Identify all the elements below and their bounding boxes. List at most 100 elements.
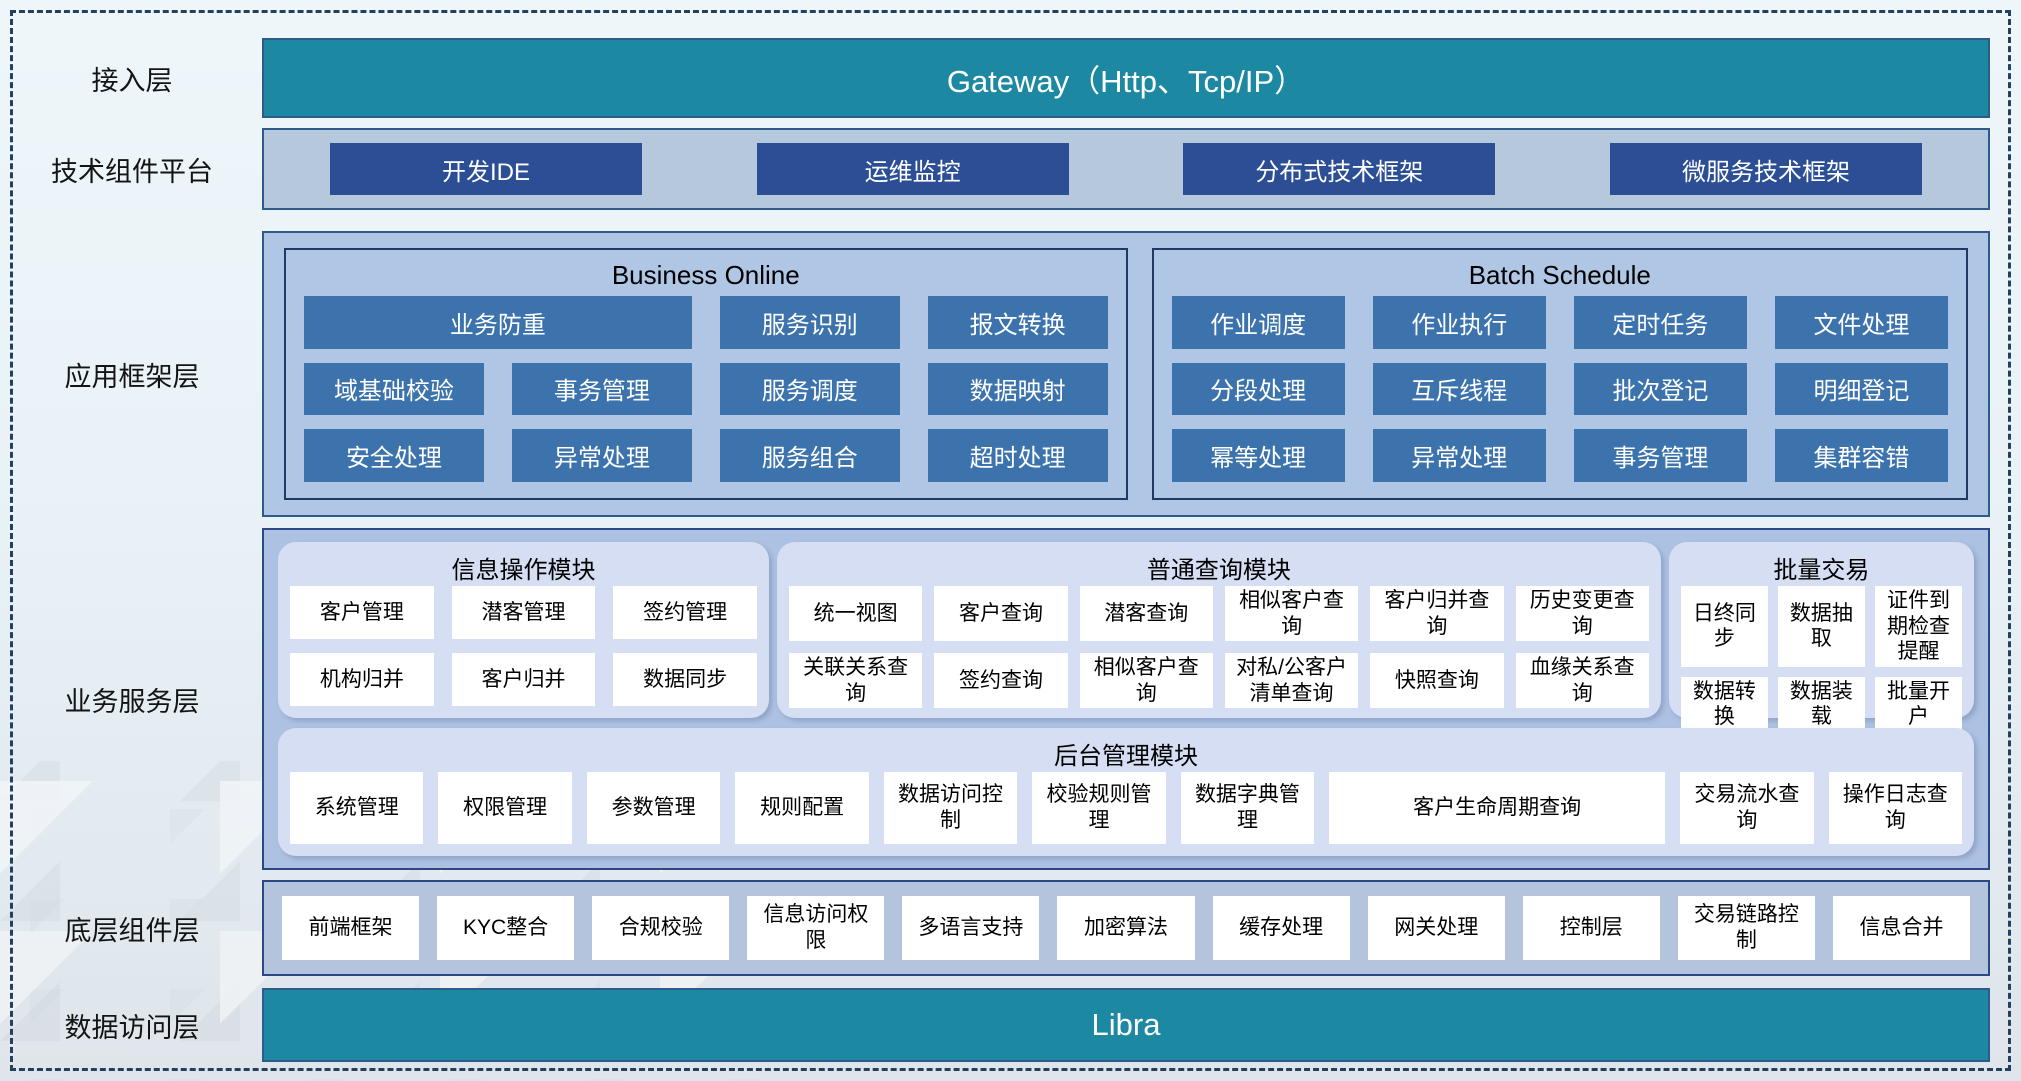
batch-trade-box: 证件到期检查提醒 [1874, 586, 1962, 667]
base-component-box: KYC整合 [437, 896, 575, 960]
query-module-box: 统一视图 [789, 586, 923, 642]
base-component-box: 多语言支持 [902, 896, 1040, 960]
business-online-box: 报文转换 [927, 296, 1108, 349]
tech-component-box: 微服务技术框架 [1609, 143, 1922, 195]
business-service-panel: 信息操作模块 客户管理 潜客管理 签约管理 机构归并 客户归并 数据同步 普通查… [262, 528, 1990, 870]
query-module-box: 血缘关系查询 [1515, 653, 1649, 709]
business-online-box: 异常处理 [511, 429, 692, 482]
business-online-box: 域基础校验 [304, 362, 484, 416]
info-operation-box: 潜客管理 [451, 586, 596, 639]
layer-label-app-framework: 应用框架层 [64, 361, 200, 392]
query-module-box: 客户归并查询 [1370, 586, 1504, 642]
base-component-box: 网关处理 [1367, 896, 1505, 960]
batch-schedule-box: 批次登记 [1573, 362, 1747, 416]
admin-module: 后台管理模块 系统管理 权限管理 参数管理 规则配置 数据访问控制 校验规则管理… [278, 728, 1974, 856]
base-component-box: 合规校验 [592, 896, 730, 960]
business-online-box: 超时处理 [927, 429, 1108, 482]
info-operation-box: 机构归并 [290, 653, 434, 706]
query-module-box: 签约查询 [934, 653, 1068, 709]
admin-module-row: 系统管理 权限管理 参数管理 规则配置 数据访问控制 校验规则管理 数据字典管理… [290, 772, 1963, 844]
business-online-title: Business Online [611, 259, 800, 290]
business-online-panel: Business Online 业务防重 服务识别 报文转换 域基础校验 事务管… [284, 248, 1128, 500]
info-operation-box: 数据同步 [613, 653, 757, 706]
tech-component-box: 分布式技术框架 [1183, 143, 1496, 195]
admin-module-box: 客户生命周期查询 [1329, 772, 1666, 844]
business-online-box: 安全处理 [304, 429, 484, 482]
business-online-box: 服务调度 [719, 362, 900, 416]
batch-schedule-box: 文件处理 [1774, 296, 1948, 349]
base-component-box: 加密算法 [1057, 896, 1195, 960]
batch-schedule-box: 互斥线程 [1372, 362, 1546, 416]
query-module-title: 普通查询模块 [1146, 556, 1291, 584]
layer-label-business-service: 业务服务层 [64, 686, 200, 717]
layer-label-data-access: 数据访问层 [64, 1012, 200, 1043]
batch-schedule-box: 事务管理 [1573, 429, 1747, 482]
batch-schedule-box: 定时任务 [1573, 296, 1747, 349]
query-module-box: 客户查询 [934, 586, 1068, 642]
tech-component-box: 运维监控 [756, 143, 1069, 195]
info-operation-box: 客户管理 [290, 586, 434, 639]
batch-schedule-panel: Batch Schedule 作业调度 作业执行 定时任务 文件处理 分段处理 … [1151, 248, 1968, 500]
admin-module-box: 交易流水查询 [1680, 772, 1814, 844]
batch-schedule-box: 明细登记 [1774, 362, 1948, 416]
layer-label-access: 接入层 [91, 65, 173, 96]
query-module-box: 潜客查询 [1079, 586, 1213, 642]
batch-schedule-box: 作业执行 [1372, 296, 1546, 349]
batch-trade-box: 日终同步 [1680, 586, 1768, 667]
business-online-box: 服务组合 [719, 429, 900, 482]
layer-label-base-components: 底层组件层 [64, 915, 200, 946]
tech-component-box: 开发IDE [330, 143, 642, 195]
gateway-bar: Gateway（Http、Tcp/IP） [262, 38, 1990, 118]
base-component-box: 控制层 [1522, 896, 1660, 960]
admin-module-box: 校验规则管理 [1032, 772, 1166, 844]
query-module-box: 关联关系查询 [789, 653, 923, 709]
batch-trade-box: 数据抽取 [1777, 586, 1865, 667]
batch-trade-grid: 日终同步 数据抽取 证件到期检查提醒 数据转换 数据装载 批量开户 [1680, 586, 1962, 733]
base-components-band: 前端框架 KYC整合 合规校验 信息访问权限 多语言支持 加密算法 缓存处理 网… [262, 880, 1990, 976]
query-module-box: 相似客户查询 [1079, 653, 1213, 709]
batch-schedule-box: 异常处理 [1372, 429, 1546, 482]
batch-trade-box: 数据装载 [1777, 676, 1865, 733]
base-component-box: 交易链路控制 [1677, 896, 1815, 960]
admin-module-box: 数据访问控制 [883, 772, 1018, 844]
batch-trade-box: 批量开户 [1874, 676, 1962, 733]
admin-module-box: 权限管理 [438, 772, 572, 844]
admin-module-box: 系统管理 [290, 772, 424, 844]
layer-label-tech-platform: 技术组件平台 [51, 156, 213, 187]
business-service-top-row: 信息操作模块 客户管理 潜客管理 签约管理 机构归并 客户归并 数据同步 普通查… [278, 542, 1974, 733]
business-online-box: 数据映射 [927, 362, 1108, 416]
batch-schedule-box: 幂等处理 [1171, 429, 1345, 482]
business-online-box: 服务识别 [719, 296, 900, 349]
batch-trade-module: 批量交易 日终同步 数据抽取 证件到期检查提醒 数据转换 数据装载 批量开户 [1668, 542, 1974, 733]
admin-module-box: 数据字典管理 [1180, 772, 1315, 844]
info-operation-module: 信息操作模块 客户管理 潜客管理 签约管理 机构归并 客户归并 数据同步 [278, 542, 769, 718]
business-online-box: 业务防重 [304, 296, 692, 349]
admin-module-box: 参数管理 [586, 772, 721, 844]
query-module: 普通查询模块 统一视图 客户查询 潜客查询 相似客户查询 客户归并查询 历史变更… [777, 542, 1661, 718]
batch-trade-title: 批量交易 [1773, 556, 1870, 584]
libra-bar: Libra [262, 988, 1990, 1062]
base-component-box: 前端框架 [282, 896, 420, 960]
batch-trade-box: 数据转换 [1680, 676, 1768, 733]
tech-platform-band: 开发IDE 运维监控 分布式技术框架 微服务技术框架 [262, 128, 1990, 210]
query-module-box: 历史变更查询 [1515, 586, 1649, 642]
info-operation-title: 信息操作模块 [451, 556, 596, 584]
info-operation-box: 签约管理 [613, 586, 757, 639]
admin-module-box: 规则配置 [735, 772, 869, 844]
info-operation-box: 客户归并 [451, 653, 596, 706]
info-operation-grid: 客户管理 潜客管理 签约管理 机构归并 客户归并 数据同步 [290, 586, 757, 706]
admin-module-box: 操作日志查询 [1828, 772, 1963, 844]
query-module-box: 快照查询 [1370, 653, 1504, 709]
query-module-box: 对私/公客户清单查询 [1224, 653, 1359, 709]
query-module-grid: 统一视图 客户查询 潜客查询 相似客户查询 客户归并查询 历史变更查询 关联关系… [789, 586, 1649, 709]
batch-schedule-box: 集群容错 [1774, 429, 1948, 482]
batch-schedule-box: 作业调度 [1171, 296, 1345, 349]
batch-schedule-box: 分段处理 [1171, 362, 1345, 416]
query-module-box: 相似客户查询 [1224, 586, 1359, 642]
business-online-grid: 业务防重 服务识别 报文转换 域基础校验 事务管理 服务调度 数据映射 安全处理… [304, 296, 1108, 482]
app-framework-panel: Business Online 业务防重 服务识别 报文转换 域基础校验 事务管… [262, 231, 1990, 517]
admin-module-title: 后台管理模块 [1054, 742, 1198, 770]
batch-schedule-title: Batch Schedule [1468, 259, 1651, 290]
base-component-box: 信息访问权限 [747, 896, 885, 960]
batch-schedule-grid: 作业调度 作业执行 定时任务 文件处理 分段处理 互斥线程 批次登记 明细登记 … [1171, 296, 1948, 482]
